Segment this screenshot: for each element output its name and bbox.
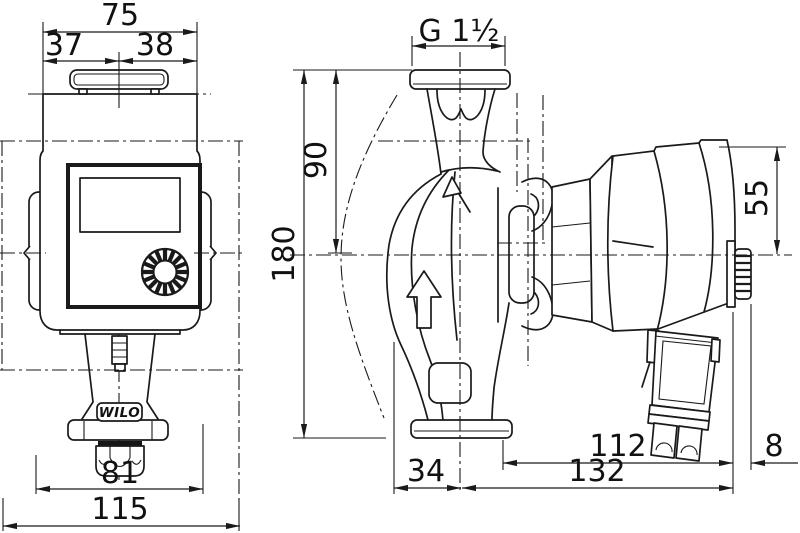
- cap-foot-right: [150, 88, 160, 95]
- bottom-union-nut: [67, 419, 169, 477]
- gland-tab: [114, 363, 126, 372]
- dim-thread: G 1½: [411, 14, 506, 66]
- motor-housing: [551, 139, 752, 332]
- dim-label-115: 115: [91, 492, 148, 527]
- dim-75: 75: [42, 0, 198, 108]
- dim-34: 34: [393, 342, 461, 494]
- dim-label-37: 37: [45, 28, 83, 63]
- dim-8: 8: [750, 304, 798, 470]
- flow-direction-arrow: [406, 270, 442, 329]
- vent-arrow: [442, 176, 462, 198]
- bottom-port: [410, 419, 513, 439]
- dim-112: 112: [502, 429, 733, 470]
- motor-interface: [497, 177, 554, 331]
- dim-37-38: 37 38: [43, 28, 197, 65]
- dim-label-81: 81: [101, 456, 139, 491]
- dim-132: 132: [462, 312, 734, 494]
- brand-badge: WILO: [96, 402, 143, 422]
- dim-label-34: 34: [407, 454, 445, 489]
- motor-end-plate: [726, 240, 736, 308]
- vent-mark: [458, 193, 471, 213]
- pump-volute: [385, 166, 510, 421]
- centerlines: [0, 52, 792, 500]
- dim-81: 81: [35, 424, 204, 494]
- dim-label-8: 8: [764, 429, 783, 464]
- dim-115: 115: [2, 492, 240, 531]
- adjustment-knob-side: [734, 248, 752, 300]
- display-screen: [79, 177, 181, 233]
- dim-label-thread: G 1½: [419, 14, 500, 49]
- dim-label-38: 38: [136, 28, 174, 63]
- volute-boss: [428, 362, 472, 404]
- side-view: [340, 69, 752, 462]
- electrical-connector: [641, 329, 721, 462]
- dim-label-55: 55: [740, 179, 775, 217]
- seal-ring: [98, 441, 142, 446]
- front-view: WILO: [23, 69, 217, 477]
- brand-label: WILO: [99, 405, 141, 421]
- lower-housing: [59, 329, 181, 420]
- dim-label-180: 180: [267, 225, 302, 282]
- dim-55: 55: [719, 146, 786, 254]
- dim-label-75: 75: [101, 0, 139, 33]
- control-knob: [140, 247, 190, 297]
- dim-180: 180: [267, 70, 386, 439]
- dim-label-132: 132: [568, 454, 625, 489]
- dim-label-112: 112: [589, 429, 646, 464]
- cap-foot-left: [78, 88, 88, 95]
- insulation-outline: [340, 94, 398, 419]
